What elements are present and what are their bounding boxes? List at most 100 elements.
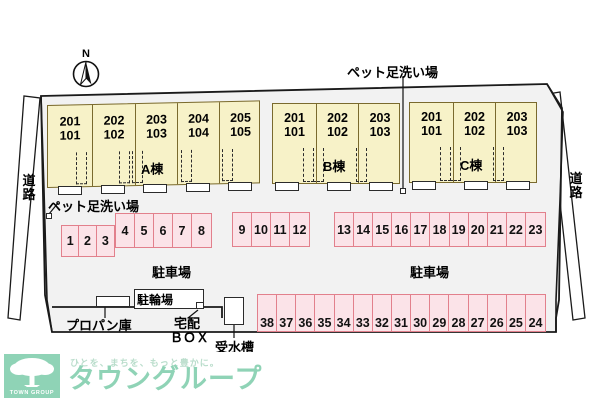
building-a: 201 101 202 102 203 103 A棟 204 104 205 1… <box>47 100 260 188</box>
parking-cell[interactable]: 6 <box>154 214 173 247</box>
unit-label-lower: 102 <box>464 124 485 138</box>
parking-cell[interactable]: 34 <box>335 295 354 331</box>
building-c: 201 101 202 102 C棟 203 103 <box>409 102 537 183</box>
unit-label-upper: 205 <box>230 110 251 126</box>
bicycle-parking-label: 駐輪場 <box>137 293 174 307</box>
stair-icon <box>313 148 324 182</box>
parking-cell[interactable]: 21 <box>488 213 507 246</box>
parking-cell[interactable]: 20 <box>469 213 488 246</box>
unit-label-lower: 103 <box>369 125 391 139</box>
parking-cell[interactable]: 19 <box>450 213 469 246</box>
unit-a-2[interactable]: 202 102 <box>93 104 136 186</box>
building-name-c: C棟 <box>460 158 483 173</box>
unit-b-3[interactable]: 203 103 <box>356 104 401 183</box>
unit-c-2[interactable]: 202 102 C棟 <box>450 103 496 182</box>
unit-label-upper: 202 <box>327 111 348 125</box>
delivery-box-label-1: 宅配 <box>174 316 201 331</box>
parking-cell[interactable]: 25 <box>507 295 526 331</box>
pet-wash-left-leader <box>48 202 59 215</box>
unit-c-1[interactable]: 201 101 <box>410 103 454 182</box>
parking-cell[interactable]: 32 <box>373 295 392 331</box>
parking-row-9-12: 9 10 11 12 <box>232 212 310 247</box>
entrance-a-2 <box>101 185 125 194</box>
unit-label-lower: 102 <box>103 127 125 142</box>
entrance-b-1 <box>275 182 299 191</box>
unit-label-upper: 202 <box>464 110 485 124</box>
bicycle-parking-box <box>134 289 204 309</box>
parking-cell[interactable]: 37 <box>277 295 297 331</box>
entrance-a-5 <box>228 182 252 191</box>
parking-row-24-38: 38 37 36 35 34 33 32 31 30 29 28 27 26 2… <box>257 294 546 332</box>
parking-cell[interactable]: 23 <box>528 222 543 237</box>
parking-cell[interactable]: 17 <box>411 213 431 246</box>
unit-b-2[interactable]: 202 102 B棟 <box>313 104 359 183</box>
parking-cell[interactable]: 9 <box>233 213 252 246</box>
parking-cell[interactable]: 36 <box>296 295 316 331</box>
site-inner-edge-left <box>40 95 53 333</box>
parking-row-1-3: 1 2 3 <box>61 225 115 257</box>
parking-cell[interactable]: 28 <box>449 295 469 331</box>
parking-row-4-8: 4 5 6 7 8 <box>115 213 212 248</box>
bicycle-enclosure-wall <box>52 306 223 318</box>
parking-cell[interactable]: 16 <box>392 213 412 246</box>
building-name-a: A棟 <box>141 161 164 177</box>
unit-label-lower: 103 <box>146 126 167 141</box>
parking-row-13-23: 13 14 15 16 17 18 19 20 21 22 23 <box>334 212 546 247</box>
entrance-a-1 <box>58 186 82 195</box>
parking-cell[interactable]: 27 <box>469 295 488 331</box>
parking-cell[interactable]: 5 <box>135 214 154 247</box>
stair-icon <box>450 147 461 181</box>
parking-cell[interactable]: 12 <box>292 222 307 237</box>
road-label-left: 道路 <box>22 173 36 202</box>
parking-cell[interactable]: 35 <box>315 295 335 331</box>
pet-wash-top-marker <box>400 188 406 194</box>
building-b: 201 101 202 102 B棟 203 103 <box>272 103 400 184</box>
left-road-shape <box>7 95 41 321</box>
unit-a-4[interactable]: 204 104 <box>178 102 220 185</box>
parking-cell[interactable]: 22 <box>507 213 526 246</box>
parking-cell[interactable]: 29 <box>430 295 450 331</box>
parking-cell[interactable]: 4 <box>116 214 135 247</box>
parking-cell[interactable]: 7 <box>173 214 192 247</box>
stair-icon <box>181 149 192 183</box>
unit-label-upper: 204 <box>188 111 209 126</box>
stair-icon <box>76 152 87 185</box>
unit-label-upper: 201 <box>59 114 81 129</box>
pet-wash-left-marker <box>46 213 52 219</box>
parking-cell[interactable]: 10 <box>252 213 271 246</box>
parking-cell[interactable]: 33 <box>354 295 373 331</box>
unit-b-1[interactable]: 201 101 <box>273 104 317 183</box>
parking-cell[interactable]: 13 <box>335 213 355 246</box>
parking-cell[interactable]: 24 <box>528 316 543 330</box>
parking-cell[interactable]: 3 <box>101 234 109 248</box>
brand-tagline: ひとを、まちを、もっと豊かに。 <box>70 358 220 368</box>
delivery-leader <box>187 309 199 319</box>
parking-cell[interactable]: 26 <box>488 295 507 331</box>
parking-cell[interactable]: 31 <box>392 295 412 331</box>
unit-label-upper: 202 <box>103 113 125 128</box>
logo-wordmark-en: TOWN GROUP <box>9 390 55 396</box>
stair-icon <box>493 147 504 181</box>
parking-cell[interactable]: 14 <box>354 213 374 246</box>
parking-cell[interactable]: 1 <box>62 226 80 256</box>
stair-icon <box>119 151 130 184</box>
unit-label-lower: 103 <box>506 124 528 138</box>
unit-a-5[interactable]: 205 105 <box>220 101 261 183</box>
brand-name: タウングループ <box>68 364 263 394</box>
unit-a-3[interactable]: 203 103 A棟 <box>132 103 178 186</box>
unit-c-3[interactable]: 203 103 <box>493 103 538 182</box>
parking-cell[interactable]: 38 <box>258 295 278 331</box>
parking-label-right: 駐車場 <box>410 265 450 280</box>
parking-cell[interactable]: 11 <box>271 213 290 246</box>
delivery-box-label-2: ＢＯＸ <box>170 330 210 345</box>
unit-label-lower: 101 <box>421 124 442 138</box>
parking-cell[interactable]: 2 <box>79 226 97 256</box>
unit-a-1[interactable]: 201 101 <box>48 104 93 187</box>
parking-cell[interactable]: 15 <box>373 213 393 246</box>
parking-cell[interactable]: 18 <box>430 213 450 246</box>
parking-cell[interactable]: 30 <box>411 295 431 331</box>
town-group-logo-icon: TOWN GROUP <box>4 354 60 398</box>
entrance-b-3 <box>369 182 393 191</box>
parking-cell[interactable]: 8 <box>198 223 205 238</box>
